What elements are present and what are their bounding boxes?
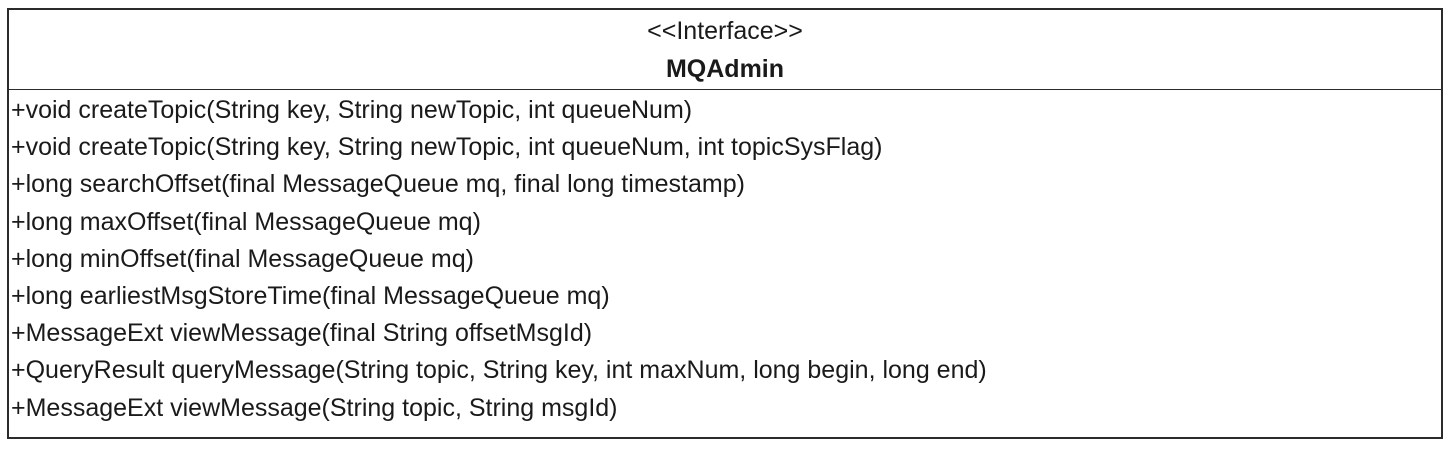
interface-stereotype: <<Interface>> (647, 17, 803, 45)
uml-interface-box: <<Interface>> MQAdmin +void createTopic(… (7, 8, 1443, 439)
method-item: +void createTopic(String key, String new… (11, 96, 693, 124)
interface-name: MQAdmin (665, 55, 785, 83)
method-item: +long maxOffset(final MessageQueue mq) (11, 207, 481, 236)
method-list: +void createTopic(String key, String new… (9, 90, 1441, 427)
method-item: +long earliestMsgStoreTime(final Message… (11, 281, 610, 310)
method-item: +QueryResult queryMessage(String topic, … (11, 356, 987, 385)
method-item: +long searchOffset(final MessageQueue mq… (11, 170, 745, 199)
method-item: +void createTopic(String key, String new… (11, 133, 883, 162)
method-item: +MessageExt viewMessage(final String off… (11, 319, 593, 348)
method-item: +MessageExt viewMessage(String topic, St… (11, 393, 618, 422)
interface-header: <<Interface>> MQAdmin (9, 10, 1441, 90)
method-item: +long minOffset(final MessageQueue mq) (11, 244, 474, 273)
